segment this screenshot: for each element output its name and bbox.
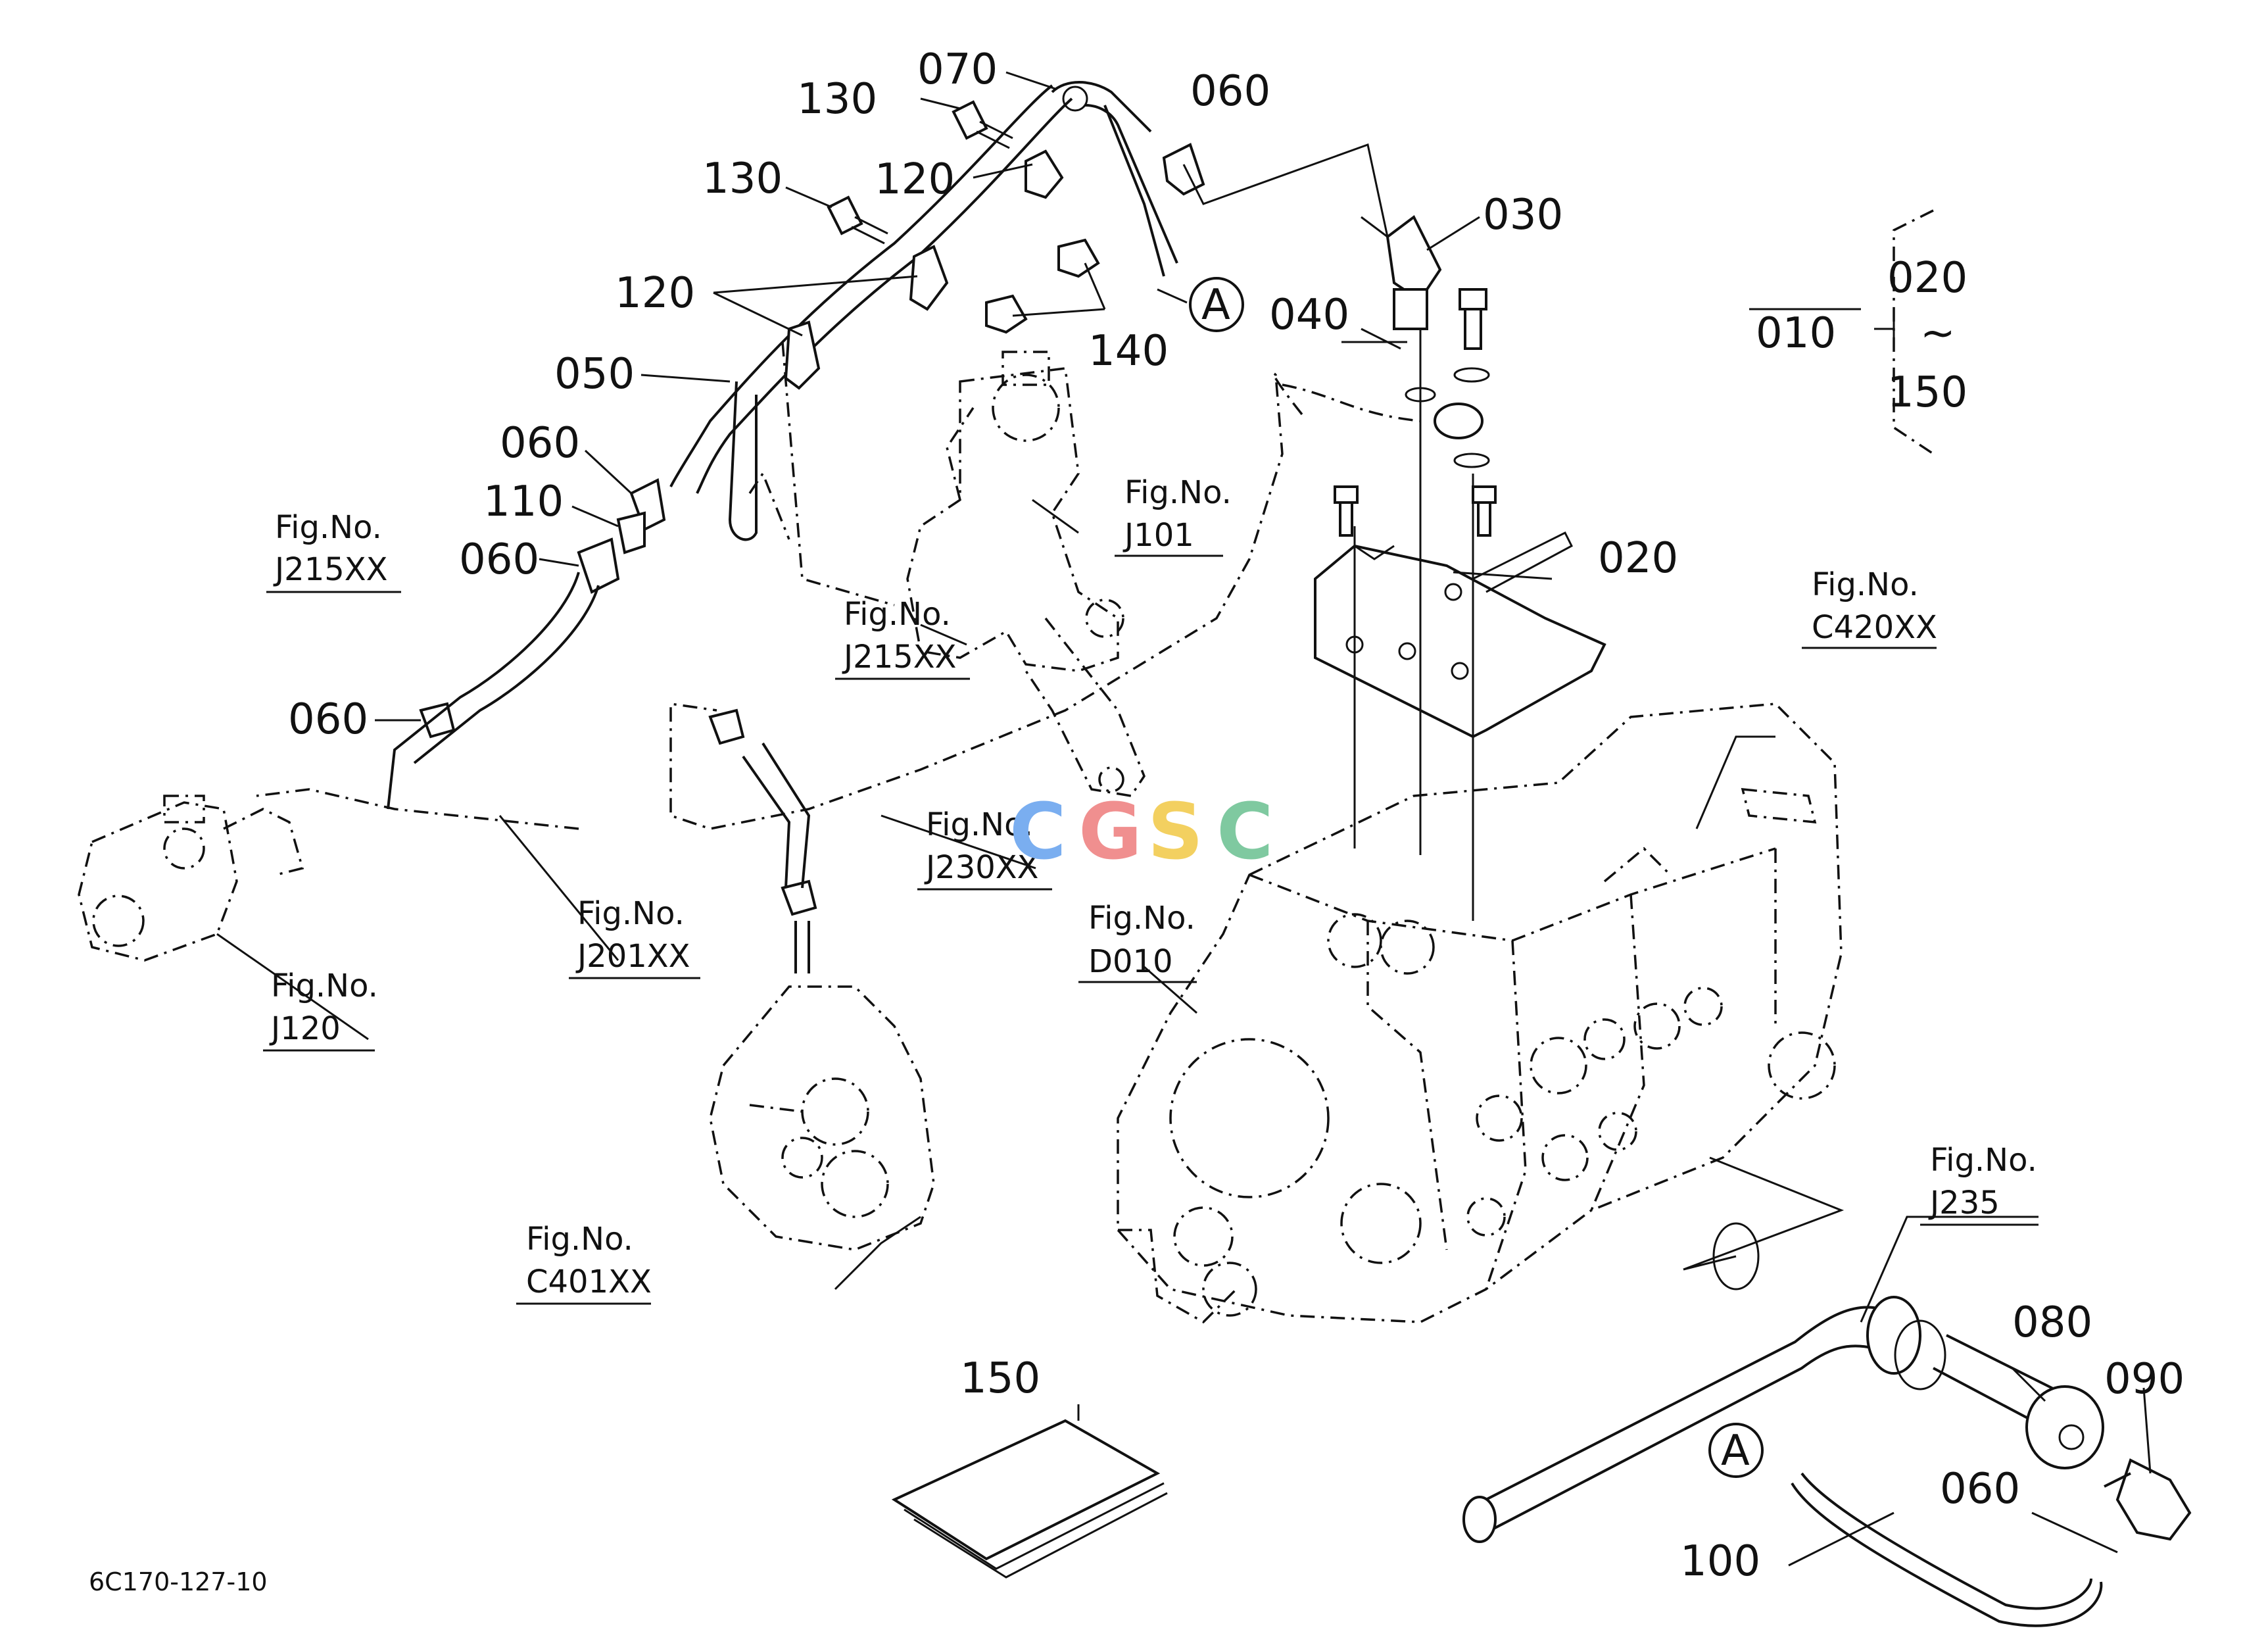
svg-text:Fig.No.: Fig.No. (275, 509, 382, 546)
label-040: 040 (1269, 291, 1349, 339)
pipe-clamp-120-upper (1025, 149, 1064, 199)
fig-ref-j120: Fig.No. J120 (263, 968, 378, 1052)
svg-text:Fig.No.: Fig.No. (926, 806, 1033, 843)
bolt-130-upper (952, 100, 1013, 149)
fig-ref-j101: Fig.No. J101 (1115, 474, 1232, 557)
fig-ref-c401: Fig.No. C401XX (516, 1221, 652, 1305)
watermark-letter-2: G (1078, 786, 1142, 877)
hydraulic-pump-drawing (906, 351, 1146, 797)
label-050: 050 (554, 350, 635, 399)
pipe-050 (669, 84, 1073, 541)
part-labels: 070 060 130 120 130 030 120 140 040 050 … (288, 45, 2184, 1586)
leader-lines (216, 71, 2152, 1567)
fitting-030 (1361, 214, 1442, 330)
label-130-lower: 130 (702, 155, 783, 203)
label-150: 150 (960, 1354, 1040, 1403)
svg-text:J215XX: J215XX (273, 551, 388, 588)
bracket-bolts (1334, 485, 1497, 537)
svg-text:Fig.No.: Fig.No. (271, 968, 378, 1004)
pipe-clamp-120-middle (909, 245, 949, 311)
svg-text:J120: J120 (269, 1010, 341, 1047)
label-range-020: 020 (1887, 254, 1967, 303)
callout-a-top: A (1189, 277, 1244, 332)
svg-text:C401XX: C401XX (526, 1264, 652, 1300)
label-110: 110 (483, 478, 564, 526)
callout-a-bottom-letter: A (1721, 1427, 1750, 1475)
label-030: 030 (1483, 191, 1563, 239)
dashed-pipe-routes (256, 341, 1421, 830)
svg-text:J235: J235 (1928, 1185, 2000, 1221)
diagram-code: 6C170-127-10 (89, 1567, 268, 1596)
figure-references: Fig.No. J215XX Fig.No. J101 Fig.No. J215… (263, 474, 2039, 1305)
svg-text:Fig.No.: Fig.No. (1930, 1142, 2037, 1179)
svg-text:J201XX: J201XX (575, 938, 690, 975)
svg-text:J101: J101 (1122, 517, 1194, 554)
fig-ref-j215-top: Fig.No. J215XX (266, 509, 401, 593)
label-060-top: 060 (1190, 67, 1270, 116)
label-140: 140 (1088, 327, 1169, 376)
watermark-logo: C G S C (1009, 786, 1274, 877)
range-bracket-010 (1874, 209, 1934, 455)
svg-text:Fig.No.: Fig.No. (1088, 900, 1195, 937)
owners-manual-150 (891, 1419, 1168, 1579)
label-060-left: 060 (459, 535, 539, 584)
fig-ref-c420: Fig.No. C420XX (1802, 566, 1937, 649)
fig-ref-j235: Fig.No. J235 (1920, 1142, 2039, 1226)
watermark-letter-1: C (1009, 786, 1067, 877)
hose-small-left (387, 572, 811, 973)
label-range-tilde: ~ (1920, 309, 1956, 358)
svg-text:Fig.No.: Fig.No. (1124, 474, 1232, 511)
svg-text:J230XX: J230XX (924, 849, 1039, 886)
svg-text:Fig.No.: Fig.No. (577, 895, 685, 932)
watermark-letter-4: C (1217, 786, 1274, 877)
label-100: 100 (1680, 1537, 1760, 1586)
bolt-banjo (1405, 288, 1490, 468)
label-120-upper: 120 (875, 155, 955, 204)
label-020: 020 (1598, 534, 1678, 583)
fig-ref-j215-mid: Fig.No. J215XX (835, 596, 970, 680)
nut-140 (985, 238, 1100, 334)
fig-ref-j230: Fig.No. J230XX (917, 806, 1052, 891)
label-090: 090 (2104, 1355, 2184, 1404)
callout-a-top-letter: A (1201, 281, 1230, 330)
transmission-case-drawing (1117, 702, 1843, 1324)
svg-text:Fig.No.: Fig.No. (526, 1221, 633, 1258)
label-080: 080 (2012, 1298, 2092, 1347)
fig-ref-j201: Fig.No. J201XX (569, 895, 700, 979)
label-range-150: 150 (1887, 368, 1967, 417)
svg-text:J215XX: J215XX (842, 639, 957, 676)
label-130-upper: 130 (797, 75, 877, 124)
svg-text:Fig.No.: Fig.No. (1812, 566, 1919, 603)
hose-070 (1051, 81, 1178, 277)
label-060-right: 060 (1940, 1465, 2020, 1513)
label-060-lowleft: 060 (288, 695, 368, 744)
watermark-letter-3: S (1147, 786, 1203, 877)
hose-100 (1791, 1472, 2103, 1627)
connector-110 (616, 511, 646, 554)
callout-a-bottom: A (1708, 1423, 1764, 1478)
lower-right-pipe (1462, 1222, 2192, 1543)
label-010: 010 (1756, 309, 1836, 358)
svg-text:D010: D010 (1088, 943, 1173, 980)
bracket-020 (1314, 531, 1606, 739)
svg-text:Fig.No.: Fig.No. (844, 596, 951, 633)
gear-pump-drawing (78, 795, 304, 962)
fig-ref-d010: Fig.No. D010 (1078, 900, 1197, 983)
clutch-housing-drawing (709, 985, 935, 1251)
svg-text:C420XX: C420XX (1812, 609, 1937, 646)
label-060-mid: 060 (500, 419, 580, 468)
bolt-130-lower (827, 195, 888, 245)
label-120-lower: 120 (615, 269, 695, 318)
label-070: 070 (917, 45, 998, 94)
pipe-clamp-120-lower (784, 320, 821, 390)
